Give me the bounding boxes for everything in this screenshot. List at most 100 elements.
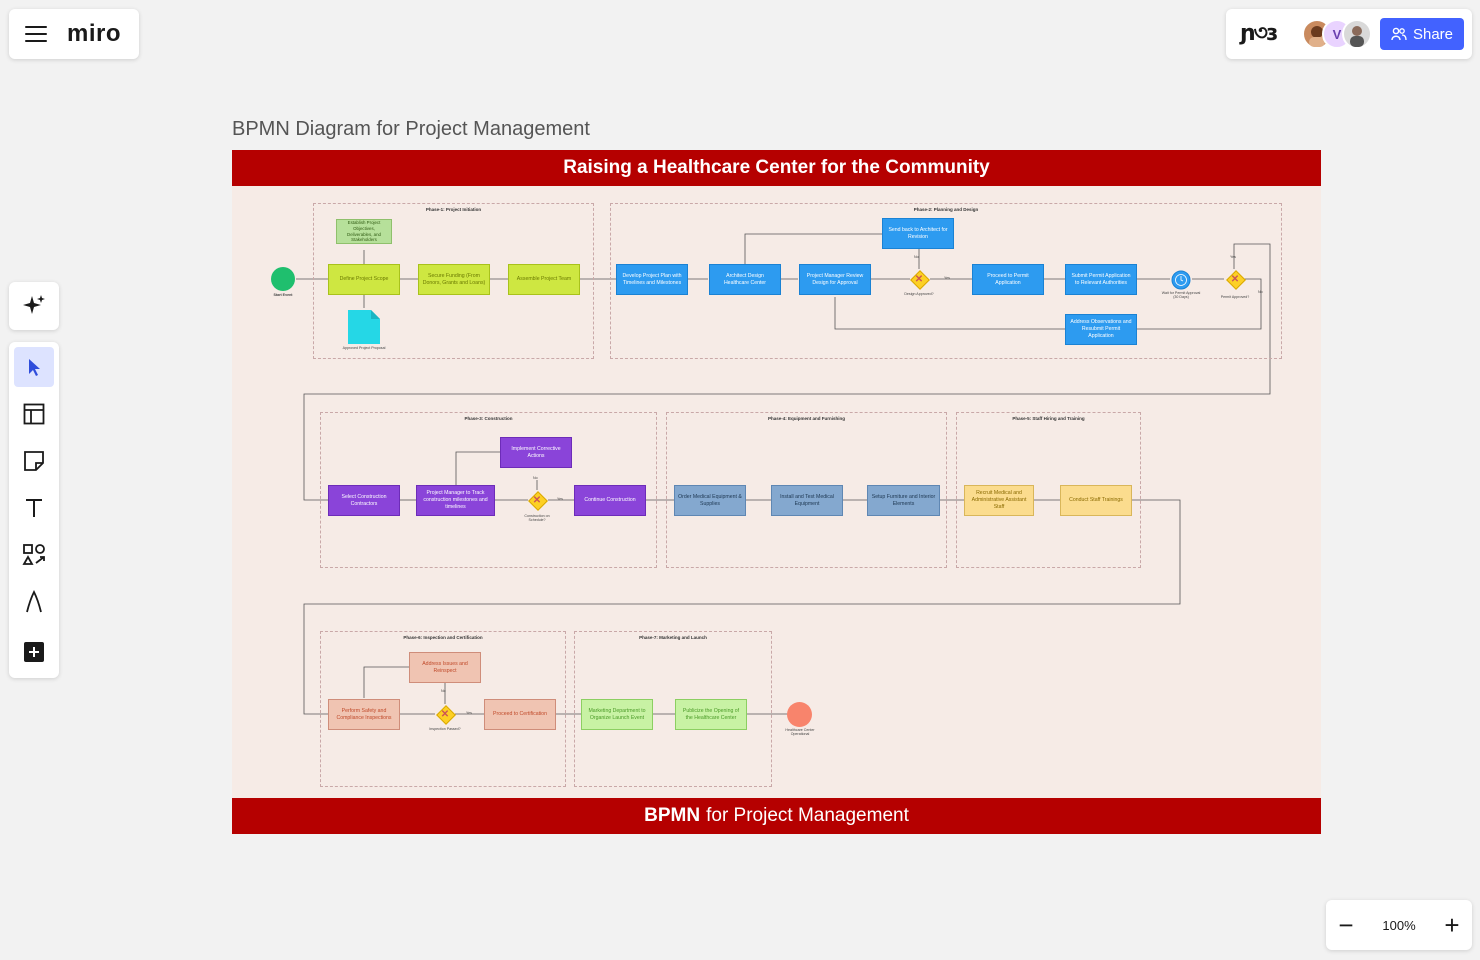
- phase-label: Phase-1: Project Initiation: [425, 207, 482, 212]
- staff-training-task[interactable]: Conduct Staff Trainings: [1060, 485, 1132, 516]
- timer-event-icon[interactable]: [1171, 270, 1191, 290]
- add-more-tool[interactable]: [14, 632, 54, 672]
- phase-label: Phase-6: Inspection and Certification: [403, 635, 483, 640]
- cursor-icon: [29, 359, 40, 376]
- exclusive-gateway-icon: ✕: [914, 273, 924, 285]
- certification-task[interactable]: Proceed to Certification: [484, 699, 556, 730]
- yes-label: Yes: [1230, 255, 1236, 259]
- document-icon: [348, 310, 380, 344]
- phase-7-container: Phase-7: Marketing and Launch: [574, 631, 772, 787]
- sparkle-icon: [23, 295, 45, 314]
- no-label: No: [533, 476, 538, 480]
- pm-review-task[interactable]: Project Manager Review Design for Approv…: [799, 264, 871, 295]
- order-equipment-task[interactable]: Order Medical Equipment & Supplies: [674, 485, 746, 516]
- templates-tool[interactable]: [14, 394, 54, 434]
- phase-label: Phase-3: Construction: [464, 416, 513, 421]
- plus-square-icon: [24, 642, 44, 662]
- footer-bold: BPMN: [644, 805, 701, 826]
- secure-funding-task[interactable]: Secure Funding (From Donors, Grants and …: [418, 264, 490, 295]
- zoom-in-button[interactable]: +: [1444, 909, 1460, 940]
- top-left-panel: miro: [9, 9, 139, 59]
- address-observations-task[interactable]: Address Observations and Resubmit Permit…: [1065, 314, 1137, 345]
- phase-5-container: Phase-5: Staff Hiring and Training: [956, 412, 1141, 568]
- ai-assist-button[interactable]: [9, 282, 59, 330]
- continue-construction-task[interactable]: Continue Construction: [574, 485, 646, 516]
- architect-design-task[interactable]: Architect Design Healthcare Center: [709, 264, 781, 295]
- submit-permit-task[interactable]: Submit Permit Application to Relevant Au…: [1065, 264, 1137, 295]
- permit-proceed-task[interactable]: Proceed to Permit Application: [972, 264, 1044, 295]
- share-label: Share: [1412, 25, 1454, 43]
- select-tool[interactable]: [14, 347, 54, 387]
- text-icon: [26, 499, 42, 517]
- gateway-label: Permit Approved?: [1220, 295, 1250, 299]
- hamburger-menu-icon[interactable]: [25, 26, 47, 42]
- proposal-label: Approved Project Proposal: [342, 346, 386, 350]
- no-label: No: [914, 255, 919, 259]
- assemble-team-task[interactable]: Assemble Project Team: [508, 264, 580, 295]
- install-equipment-task[interactable]: Install and Test Medical Equipment: [771, 485, 843, 516]
- yes-label: Yes: [944, 276, 950, 280]
- end-event-label: Healthcare Center Operational: [785, 728, 815, 737]
- phase-4-container: Phase-4: Equipment and Furnishing: [666, 412, 947, 568]
- avatar-face-icon: [1350, 26, 1364, 47]
- publicize-task[interactable]: Publicize the Opening of the Healthcare …: [675, 699, 747, 730]
- diagram-footer: BPMN for Project Management: [232, 798, 1321, 834]
- marketing-task[interactable]: Marketing Department to Organize Launch …: [581, 699, 653, 730]
- phase-3-container: Phase-3: Construction: [320, 412, 657, 568]
- inspections-task[interactable]: Perform Safety and Compliance Inspection…: [328, 699, 400, 730]
- pen-icon: [26, 590, 42, 613]
- gateway-label: Inspection Passed?: [429, 727, 461, 731]
- exclusive-gateway-icon: ✕: [532, 494, 542, 506]
- sticky-note-tool[interactable]: [14, 441, 54, 481]
- shapes-tool[interactable]: [14, 535, 54, 575]
- gateway-label: Design Approved?: [904, 292, 934, 296]
- timer-label: Wait for Permit Approval (30 Days): [1161, 291, 1201, 300]
- board-title[interactable]: BPMN Diagram for Project Management: [232, 118, 590, 140]
- exclusive-gateway-icon: ✕: [440, 708, 450, 720]
- yes-label: Yes: [466, 711, 472, 715]
- address-issues-task[interactable]: Address Issues and Reinspect: [409, 652, 481, 683]
- pen-tool[interactable]: [14, 582, 54, 622]
- phase-1-container: Phase-1: Project Initiation: [313, 203, 594, 359]
- text-tool[interactable]: [14, 488, 54, 528]
- select-contractors-task[interactable]: Select Construction Contractors: [328, 485, 400, 516]
- zoom-controls: − 100% +: [1326, 900, 1472, 950]
- phase-label: Phase-4: Equipment and Furnishing: [767, 416, 845, 421]
- project-plan-task[interactable]: Develop Project Plan with Timelines and …: [616, 264, 688, 295]
- no-label: No: [441, 689, 446, 693]
- top-right-panel: ɲ৩ɜ V Share: [1226, 9, 1472, 59]
- define-scope-task[interactable]: Define Project Scope: [328, 264, 400, 295]
- share-button[interactable]: Share: [1380, 18, 1464, 50]
- setup-furniture-task[interactable]: Setup Furniture and Interior Elements: [867, 485, 940, 516]
- gateway-label: Construction on Schedule?: [524, 514, 550, 523]
- phase-2-container: Phase-2: Planning and Design: [610, 203, 1282, 359]
- footer-text: for Project Management: [706, 805, 909, 826]
- avatar[interactable]: [1342, 19, 1372, 49]
- phase-6-container: Phase-6: Inspection and Certification: [320, 631, 566, 787]
- end-event[interactable]: [787, 702, 812, 727]
- start-event[interactable]: [271, 267, 295, 291]
- objectives-task[interactable]: Establish Project Objectives, Deliverabl…: [336, 219, 392, 244]
- shapes-icon: [22, 544, 45, 565]
- phase-label: Phase-5: Staff Hiring and Training: [1012, 416, 1085, 421]
- users-icon: [1391, 27, 1407, 41]
- exclusive-gateway-icon: ✕: [1230, 273, 1240, 285]
- miro-logo: miro: [67, 20, 122, 47]
- diagram-header: Raising a Healthcare Center for the Comm…: [232, 150, 1321, 186]
- sticky-note-icon: [24, 451, 44, 471]
- track-milestones-task[interactable]: Project Manager to Track construction mi…: [416, 485, 495, 516]
- zoom-level[interactable]: 100%: [1382, 917, 1416, 933]
- layout-icon: [23, 403, 45, 425]
- diagram-frame[interactable]: Raising a Healthcare Center for the Comm…: [232, 150, 1321, 834]
- zoom-out-button[interactable]: −: [1338, 909, 1354, 940]
- send-back-task[interactable]: Send back to Architect for Revision: [882, 218, 954, 249]
- tools-toolbar: [9, 342, 59, 678]
- phase-label: Phase-7: Marketing and Launch: [639, 635, 707, 640]
- recruit-staff-task[interactable]: Recruit Medical and Administrative Assis…: [964, 485, 1034, 516]
- corrective-actions-task[interactable]: Implement Corrective Actions: [500, 437, 572, 468]
- start-event-label: Start Event: [273, 293, 293, 297]
- no-label: No: [1258, 290, 1263, 294]
- yes-label: Yes: [557, 497, 563, 501]
- phase-label: Phase-2: Planning and Design: [913, 207, 979, 212]
- reactions-icon[interactable]: ɲ৩ɜ: [1240, 20, 1278, 46]
